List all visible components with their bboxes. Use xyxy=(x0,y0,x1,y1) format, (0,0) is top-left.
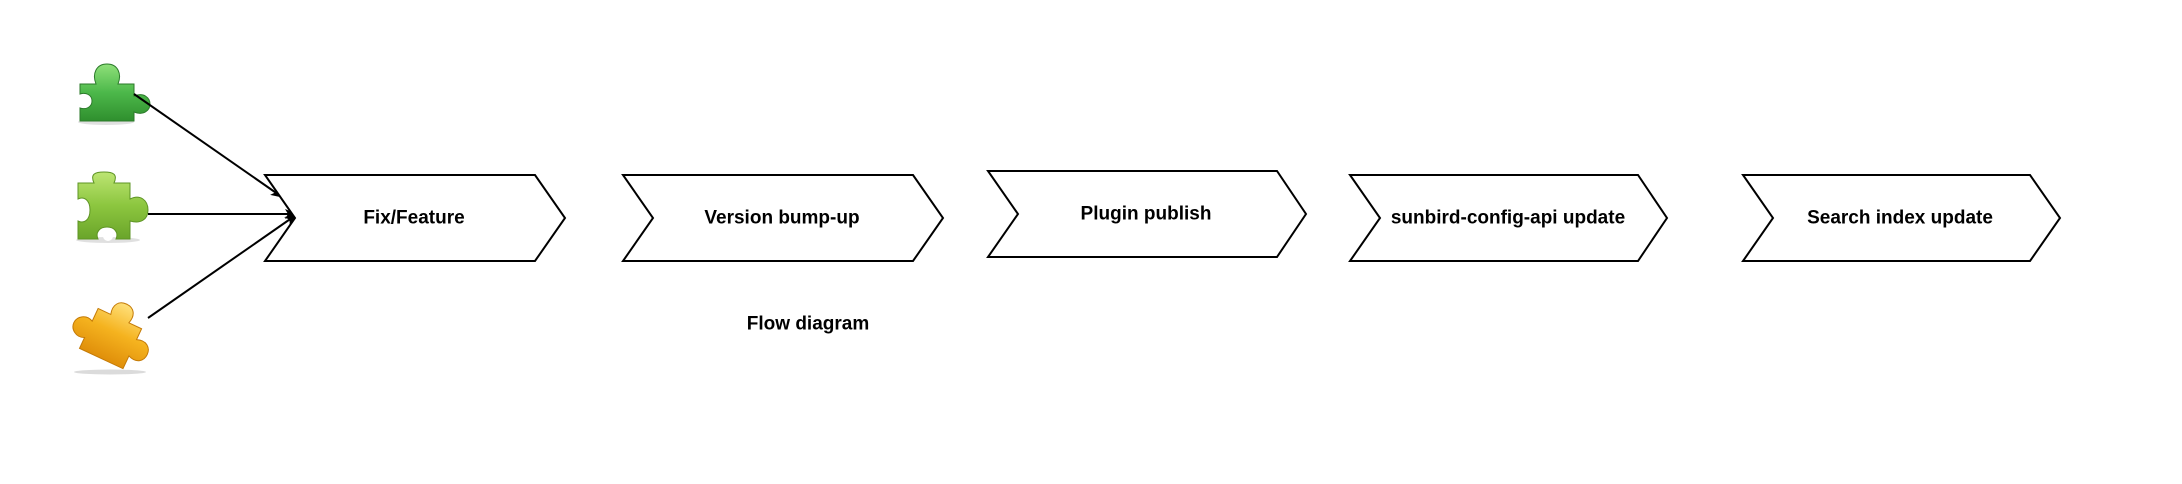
puzzle-piece-lime-icon xyxy=(76,171,149,243)
step-plugin-publish: Plugin publish xyxy=(986,170,1308,258)
step-label: Fix/Feature xyxy=(363,208,464,229)
connector-green xyxy=(133,93,283,198)
connector-orange xyxy=(147,214,297,319)
step-sunbird-config-api-update: sunbird-config-api update xyxy=(1348,174,1669,262)
plugin-connectors xyxy=(133,93,297,319)
puzzle-piece-green-icon xyxy=(78,63,151,125)
puzzle-piece-orange-icon xyxy=(72,302,149,375)
step-label: sunbird-config-api update xyxy=(1391,208,1625,229)
diagram-caption: Flow diagram xyxy=(747,314,869,335)
step-label: Search index update xyxy=(1807,208,1993,229)
step-fix-feature: Fix/Feature xyxy=(263,174,567,262)
step-label: Plugin publish xyxy=(1081,204,1212,225)
step-search-index-update: Search index update xyxy=(1741,174,2062,262)
step-version-bump-up: Version bump-up xyxy=(621,174,945,262)
step-label: Version bump-up xyxy=(704,208,859,229)
